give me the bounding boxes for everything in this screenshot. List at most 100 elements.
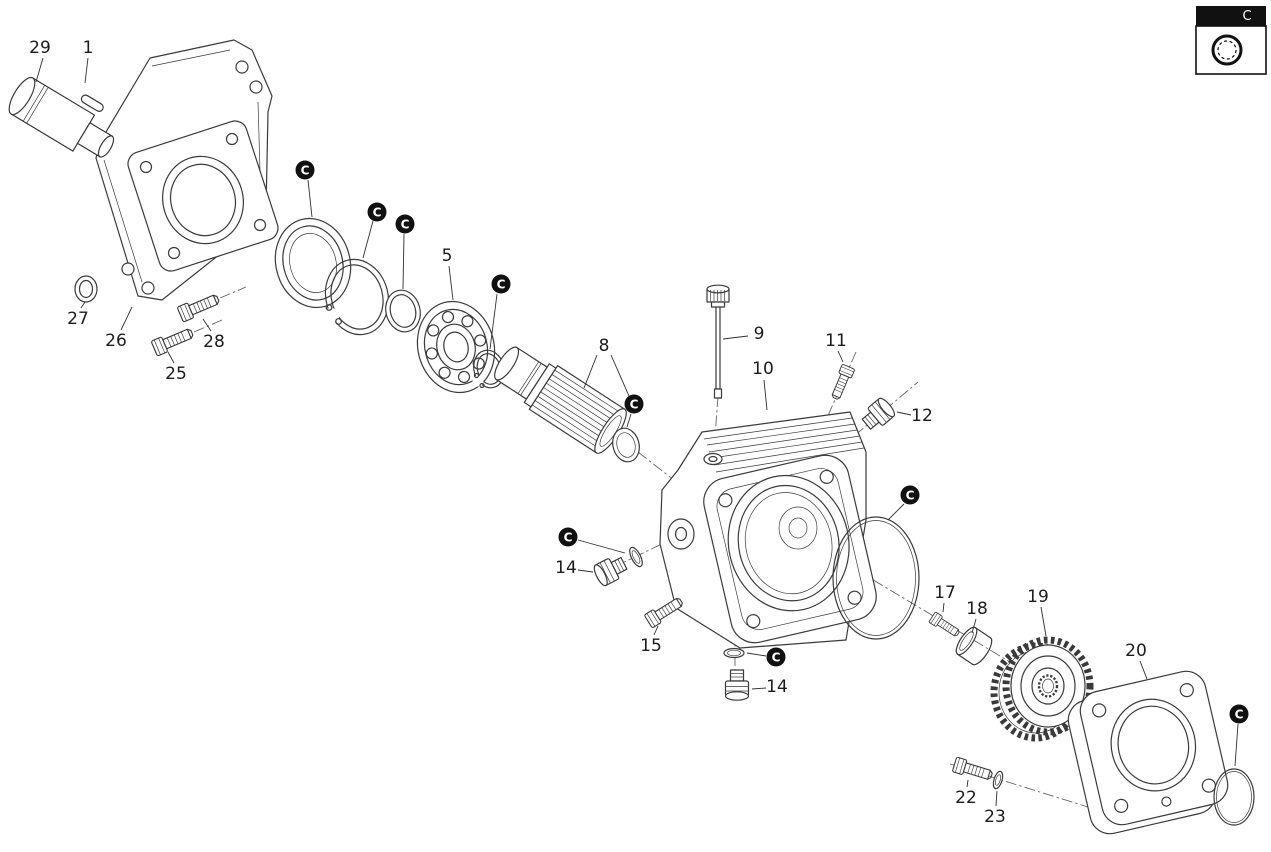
washer-14-bottom	[723, 647, 745, 659]
washer-14-side	[629, 546, 643, 568]
svg-text:C: C	[301, 164, 310, 178]
ball-bearing-5	[416, 300, 496, 394]
leader-line-part-20	[1139, 660, 1148, 680]
filler-port	[703, 452, 723, 466]
part-number-14: 14	[555, 558, 577, 578]
leader-line-part-25	[167, 351, 175, 364]
washer-ring-27	[74, 275, 98, 303]
legend-body	[1195, 25, 1267, 75]
part-number-8: 8	[599, 336, 610, 356]
part-number-10: 10	[752, 359, 774, 379]
c-marker: C	[624, 394, 644, 414]
part-number-28: 28	[203, 332, 225, 352]
part-number-14: 14	[766, 677, 788, 697]
leader-line-c-marker	[746, 652, 767, 657]
bolt-11	[828, 363, 856, 402]
dipstick-9	[706, 284, 730, 399]
leader-line-part-5	[448, 265, 454, 301]
svg-text:C: C	[373, 206, 382, 220]
svg-text:C: C	[401, 218, 410, 232]
part-number-11: 11	[825, 331, 847, 351]
c-marker: C	[491, 274, 511, 294]
side-boss	[667, 518, 695, 550]
leader-line-c-marker	[489, 293, 498, 350]
leader-line-part-17	[942, 602, 945, 613]
leader-line-part-26	[120, 306, 133, 331]
c-marker: C	[1229, 704, 1249, 724]
bolt-22	[951, 756, 995, 784]
part-number-18: 18	[966, 599, 988, 619]
c-marker: C	[395, 214, 415, 234]
part-number-27: 27	[67, 309, 89, 329]
part-number-15: 15	[640, 636, 662, 656]
leader-line-part-9	[722, 335, 749, 340]
leader-line-part-22	[966, 779, 969, 788]
mounting-bracket	[95, 39, 279, 301]
c-marker: C	[558, 527, 578, 547]
legend-header	[1196, 6, 1266, 26]
leader-line-part-27	[80, 301, 86, 309]
part-number-26: 26	[105, 331, 127, 351]
leader-line-c-marker	[887, 503, 905, 521]
splined-shaft-8	[494, 346, 627, 454]
leader-line-part-12	[896, 411, 912, 416]
o-ring-icon	[1211, 34, 1243, 66]
leader-line-part-15	[653, 625, 659, 636]
bolt-17	[928, 611, 962, 640]
c-marker: C	[766, 647, 786, 667]
leader-line-part-28	[202, 318, 212, 332]
plug-14-side	[591, 552, 630, 588]
end-cover-20	[1067, 670, 1229, 835]
svg-text:C: C	[564, 531, 573, 545]
svg-text:C: C	[630, 398, 639, 412]
part-number-17: 17	[934, 583, 956, 603]
part-number-1: 1	[83, 38, 94, 58]
leader-line-c-marker	[1234, 723, 1239, 767]
leader-line-part-14	[577, 569, 594, 573]
leader-line-part-8	[583, 354, 598, 389]
svg-text:C: C	[772, 651, 781, 665]
leader-line-part-29	[35, 57, 44, 83]
c-marker: C	[367, 202, 387, 222]
o-ring-small	[1213, 768, 1255, 826]
spacer-ring	[385, 289, 421, 333]
c-markers: C C C C C C C C C	[295, 160, 1249, 767]
leader-line-part-1	[84, 57, 89, 84]
part-number-12: 12	[911, 406, 933, 426]
leader-line-c-marker	[402, 233, 405, 290]
shaft-key	[80, 94, 104, 112]
leader-line-c-marker	[307, 179, 313, 218]
leader-line-part-18	[971, 618, 977, 634]
svg-text:C: C	[497, 278, 506, 292]
part-number-5: 5	[442, 246, 453, 266]
part-number-9: 9	[754, 324, 765, 344]
leader-line-part-23	[995, 790, 998, 807]
o-ring-large	[832, 516, 920, 640]
gearbox-housing-10	[659, 411, 877, 649]
plug-12	[858, 395, 898, 434]
leader-line-c-marker	[626, 413, 632, 428]
part-number-22: 22	[955, 788, 977, 808]
leader-line-part-8	[610, 354, 630, 397]
plug-14-bottom	[724, 669, 750, 701]
c-marker: C	[295, 160, 315, 180]
legend-code-label: C	[1242, 9, 1251, 24]
seal-ring	[274, 217, 352, 309]
part-number-25: 25	[165, 364, 187, 384]
end-cap	[612, 427, 640, 463]
part-number-23: 23	[984, 807, 1006, 827]
svg-text:C: C	[1235, 708, 1244, 722]
part-number-19: 19	[1027, 587, 1049, 607]
svg-text:C: C	[906, 489, 915, 503]
leader-line-part-14	[751, 687, 767, 690]
legend: C	[1195, 6, 1267, 75]
drive-shaft	[8, 76, 115, 158]
leader-line-c-marker	[362, 220, 374, 259]
part-number-20: 20	[1125, 641, 1147, 661]
bolt-25	[150, 324, 196, 357]
gear-19	[990, 636, 1094, 742]
c-marker: C	[900, 485, 920, 505]
leader-line-part-19	[1040, 606, 1047, 637]
